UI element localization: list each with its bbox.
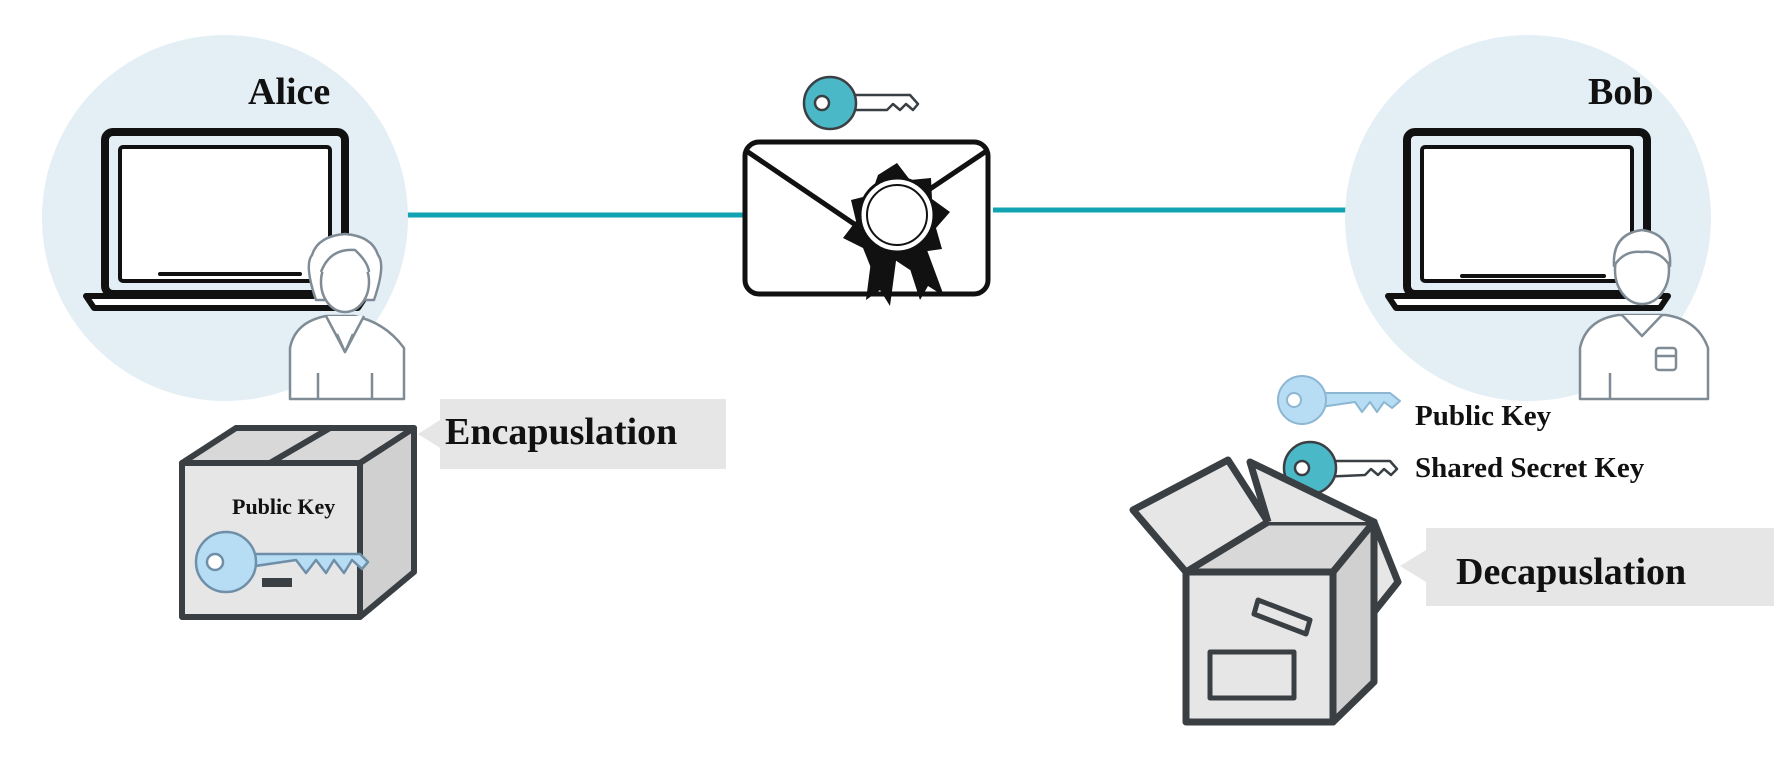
decapsulation-label: Decapuslation [1456, 551, 1687, 593]
legend-shared-secret-key-label: Shared Secret Key [1415, 452, 1645, 484]
box-public-key-label: Public Key [232, 494, 336, 519]
public-key-icon [1277, 375, 1401, 425]
man-avatar-icon [1578, 228, 1710, 401]
decapsulation-callout [1400, 528, 1774, 606]
shared-secret-key-icon [1282, 440, 1399, 496]
box-public-key-icon [194, 530, 370, 594]
alice-name: Alice [248, 71, 331, 113]
envelope-key-icon [802, 75, 920, 131]
alice-laptop-icon [83, 128, 369, 311]
seal-ribbon-icon [843, 163, 950, 306]
encapsulation-callout [418, 399, 726, 469]
bob-laptop-icon [1385, 128, 1671, 311]
woman-avatar-icon [288, 232, 406, 401]
legend-public-key-label: Public Key [1415, 400, 1552, 432]
bob-name: Bob [1588, 71, 1654, 113]
open-box-icon [1129, 456, 1402, 726]
encapsulation-label: Encapuslation [445, 411, 678, 453]
